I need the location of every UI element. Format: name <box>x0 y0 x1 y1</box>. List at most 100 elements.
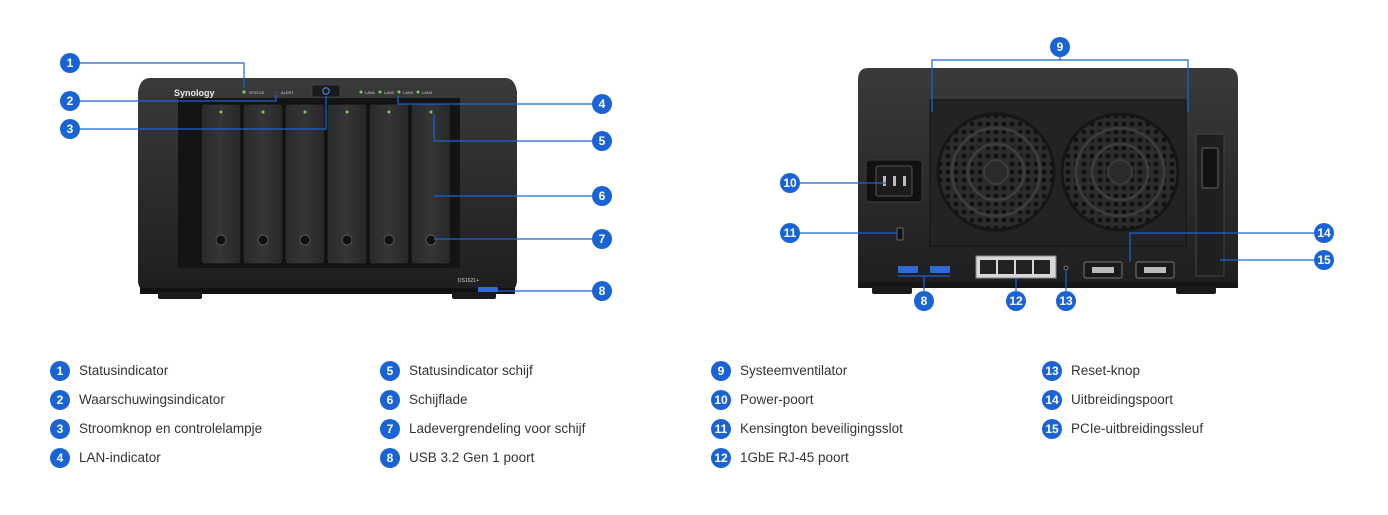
model-label: DS1621+ <box>458 278 479 284</box>
legend-label: PCIe-uitbreidingssleuf <box>1071 421 1204 436</box>
fan-right-icon <box>1060 112 1180 232</box>
legend-badge: 6 <box>380 389 400 410</box>
legend-badge: 9 <box>711 360 731 381</box>
drive-lock-icon[interactable] <box>341 234 353 246</box>
nas-front-view: Synology STATUS ALERT LAN1 LAN2 LAN3 LAN… <box>138 78 517 299</box>
drive-tray[interactable] <box>284 103 326 265</box>
callout-badge: 11 <box>780 223 800 243</box>
drive-trays <box>200 103 452 265</box>
legend-label: 1GbE RJ-45 poort <box>740 450 849 465</box>
legend-badge: 5 <box>380 360 400 381</box>
usb-port-front-icon[interactable] <box>478 287 498 292</box>
legend-badge: 8 <box>380 447 400 468</box>
svg-text:5: 5 <box>599 134 606 148</box>
usb-port-back-1-icon[interactable] <box>898 266 918 273</box>
legend-item: 12 1GbE RJ-45 poort <box>711 443 903 472</box>
callout-badge: 8 <box>914 291 934 311</box>
callout-badge: 8 <box>592 281 612 301</box>
callout-badge: 14 <box>1314 223 1334 243</box>
lan1-led-label: LAN1 <box>365 90 376 95</box>
svg-text:13: 13 <box>1059 294 1073 308</box>
callout-badge: 5 <box>592 131 612 151</box>
pcie-slot-icon[interactable] <box>1195 133 1225 277</box>
drive-tray[interactable] <box>326 103 368 265</box>
reset-button-icon[interactable] <box>1063 265 1069 271</box>
lan2-led-label: LAN2 <box>384 90 395 95</box>
power-port-icon[interactable] <box>865 159 923 203</box>
alert-led-icon <box>274 90 278 94</box>
alert-led-label: ALERT <box>281 90 294 95</box>
lan4-led-icon <box>416 90 420 94</box>
svg-text:14: 14 <box>1317 226 1331 240</box>
legend-item: 15 PCIe-uitbreidingssleuf <box>1042 414 1203 443</box>
rj45-ports-icon[interactable] <box>975 255 1057 279</box>
legend-badge: 4 <box>50 447 70 468</box>
legend-badge: 3 <box>50 418 70 439</box>
expansion-ports-icon[interactable] <box>1083 261 1175 279</box>
legend-badge: 15 <box>1042 418 1062 439</box>
callout-badge: 15 <box>1314 250 1334 270</box>
drive-lock-icon[interactable] <box>299 234 311 246</box>
legend-item: 13 Reset-knop <box>1042 356 1203 385</box>
legend-label: Reset-knop <box>1071 363 1141 378</box>
lan2-led-icon <box>378 90 382 94</box>
drive-lock-icon[interactable] <box>257 234 269 246</box>
kensington-slot-icon[interactable] <box>896 227 904 241</box>
legend-badge: 1 <box>50 360 70 381</box>
legend-label: Schijflade <box>409 392 468 407</box>
svg-text:12: 12 <box>1009 294 1023 308</box>
legend-label: Kensington beveiligingsslot <box>740 421 903 436</box>
lan3-led-icon <box>397 90 401 94</box>
brand-logo: Synology <box>174 88 215 98</box>
legend-label: Waarschuwingsindicator <box>79 392 225 407</box>
status-led-label: STATUS <box>249 90 265 95</box>
legend-badge: 14 <box>1042 389 1062 410</box>
svg-text:8: 8 <box>921 294 928 308</box>
svg-text:1: 1 <box>67 56 74 70</box>
callout-badge: 10 <box>780 173 800 193</box>
legend-label: USB 3.2 Gen 1 poort <box>409 450 535 465</box>
legend-item: 2 Waarschuwingsindicator <box>50 385 262 414</box>
legend-label: Stroomknop en controlelampje <box>79 421 263 436</box>
svg-text:11: 11 <box>784 226 797 240</box>
legend-badge: 12 <box>711 447 731 468</box>
legend-badge: 13 <box>1042 360 1062 381</box>
drive-tray[interactable] <box>242 103 284 265</box>
power-button[interactable] <box>311 84 341 98</box>
drive-tray[interactable] <box>410 103 452 265</box>
callout-badge: 1 <box>60 53 80 73</box>
drive-tray[interactable] <box>200 103 242 265</box>
callout-badge: 7 <box>592 229 612 249</box>
callout-badge: 4 <box>592 94 612 114</box>
power-icon <box>322 87 330 95</box>
svg-text:10: 10 <box>783 176 797 190</box>
legend-label: Ladevergrendeling voor schijf <box>409 421 586 436</box>
legend-badge: 2 <box>50 389 70 410</box>
status-led-icon <box>242 90 246 94</box>
callout-badge: 13 <box>1056 291 1076 311</box>
legend-label: Statusindicator <box>79 363 169 378</box>
drive-lock-icon[interactable] <box>383 234 395 246</box>
legend-label: LAN-indicator <box>79 450 161 465</box>
svg-text:3: 3 <box>67 122 74 136</box>
drive-lock-icon[interactable] <box>425 234 437 246</box>
svg-text:4: 4 <box>599 97 606 111</box>
usb-port-back-2-icon[interactable] <box>930 266 950 273</box>
legend-label: Systeemventilator <box>740 363 848 378</box>
nas-back-view <box>858 68 1238 294</box>
legend-badge: 10 <box>711 389 731 410</box>
legend-item: 8 USB 3.2 Gen 1 poort <box>380 443 585 472</box>
legend-label: Uitbreidingspoort <box>1071 392 1174 407</box>
drive-tray[interactable] <box>368 103 410 265</box>
legend-badge: 7 <box>380 418 400 439</box>
legend-item: 3 Stroomknop en controlelampje <box>50 414 262 443</box>
legend-column-4: 13 Reset-knop 14 Uitbreidingspoort 15 PCIe-… <box>1042 356 1203 443</box>
nas-diagram: Synology STATUS ALERT LAN1 LAN2 LAN3 LAN… <box>60 37 1334 311</box>
legend-item: 1 Statusindicator <box>50 356 262 385</box>
drive-lock-icon[interactable] <box>215 234 227 246</box>
svg-text:8: 8 <box>599 284 606 298</box>
